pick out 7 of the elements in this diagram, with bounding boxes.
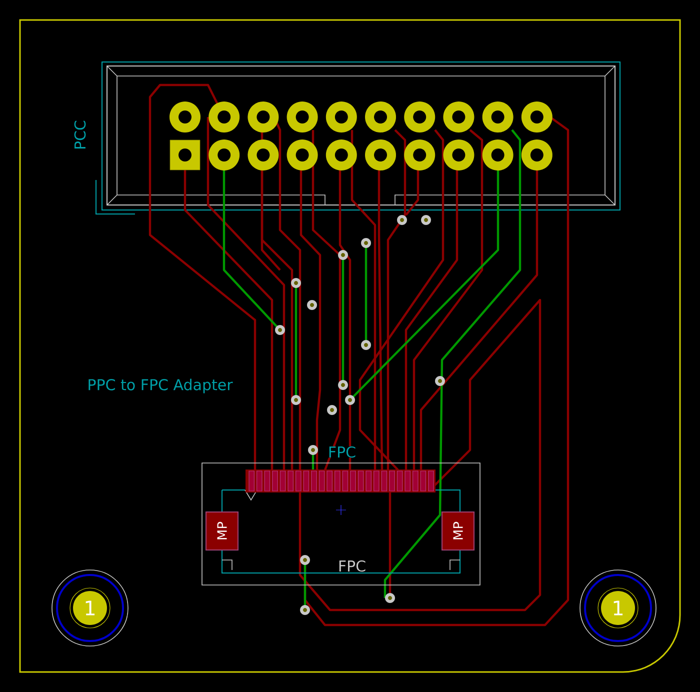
pad-label: MP <box>453 522 463 540</box>
board-label: PCC <box>74 120 86 149</box>
component-label: FPC <box>339 560 366 572</box>
pad-number: 1 <box>614 600 623 616</box>
pad-number: 1 <box>86 600 95 616</box>
board-title: PPC to FPC Adapter <box>88 378 233 394</box>
pad-label: MP <box>217 522 227 540</box>
